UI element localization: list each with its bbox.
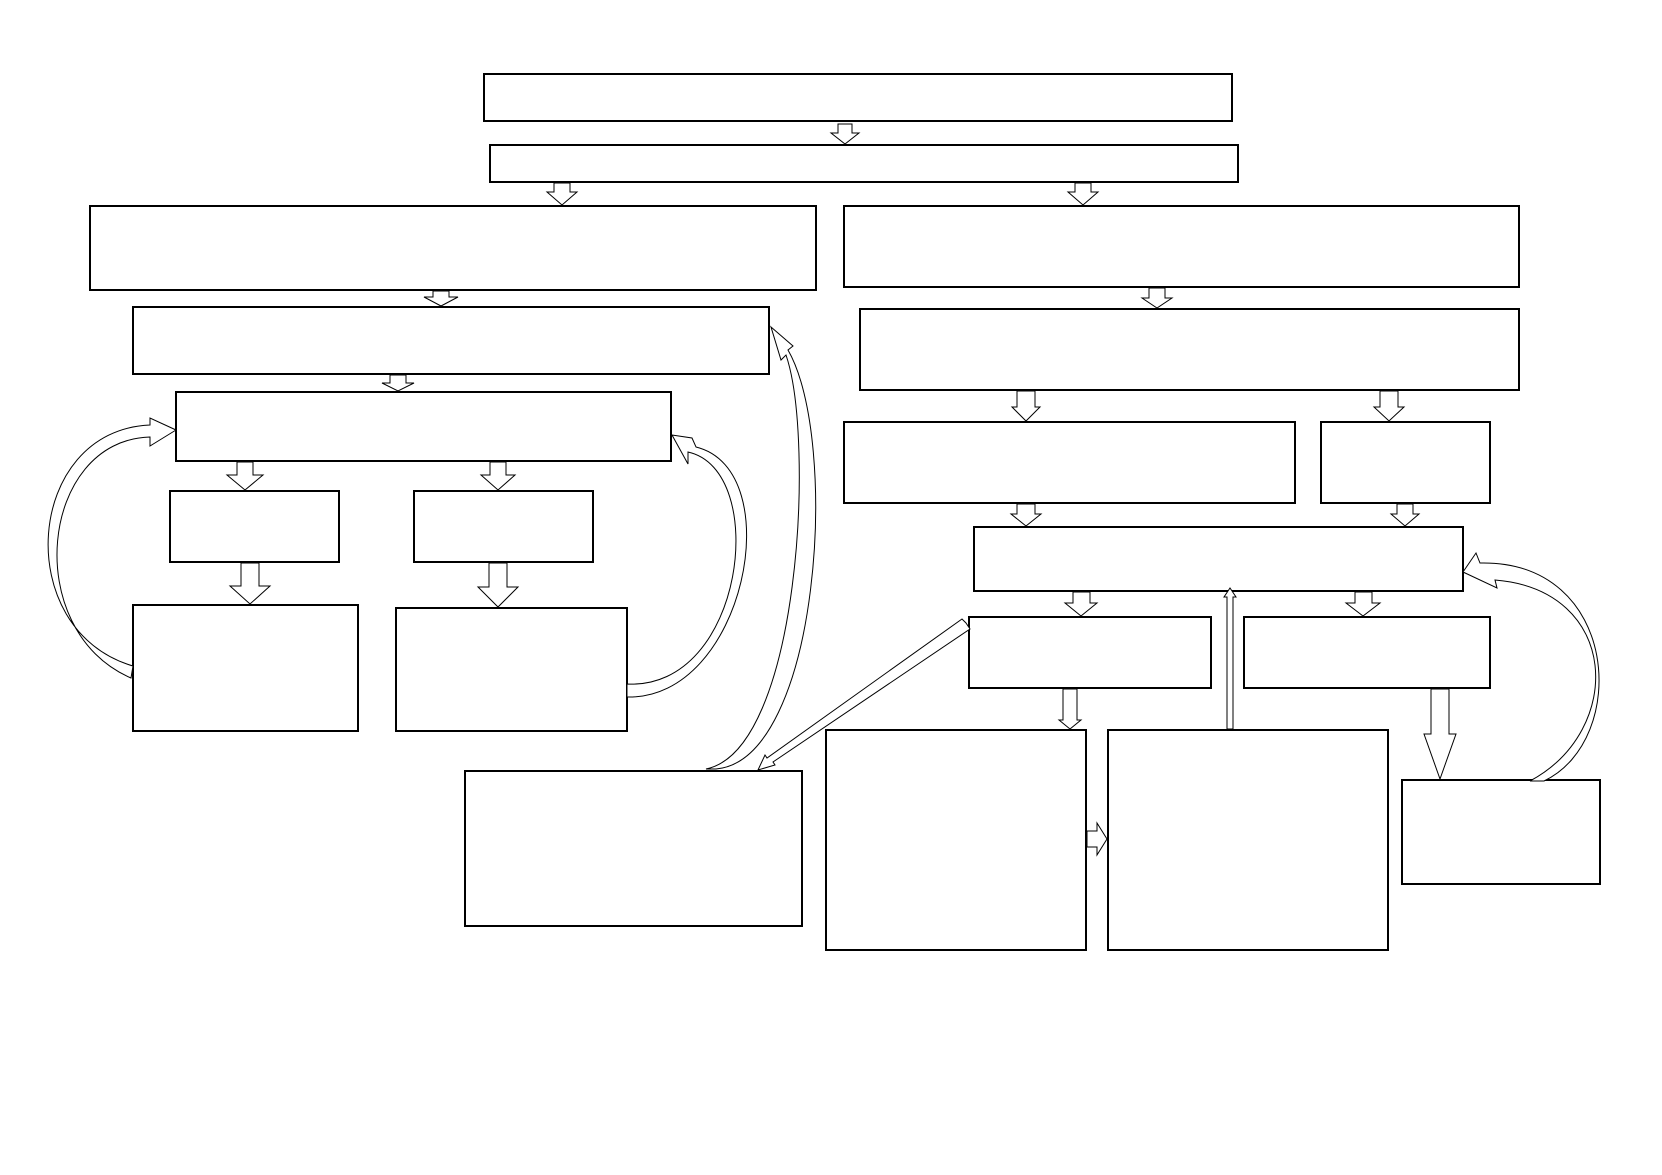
node-15	[968, 616, 1212, 689]
node-13	[1320, 421, 1491, 504]
edge-n1-n2-arrow	[829, 123, 861, 145]
node-17	[464, 770, 803, 927]
node-10	[395, 607, 628, 732]
edge-n13-n14-arrow	[1389, 503, 1421, 527]
edge-n20-n14-arrow	[1462, 551, 1600, 782]
edge-n4-n11-arrow	[1140, 287, 1174, 309]
node-12	[843, 421, 1296, 504]
edge-n7-n9-arrow	[228, 562, 272, 605]
node-14	[973, 526, 1464, 592]
node-18	[825, 729, 1087, 951]
node-7	[169, 490, 340, 563]
node-9	[132, 604, 359, 732]
edge-n15-n18-arrow	[1057, 688, 1083, 730]
edge-n6-n7-arrow	[225, 461, 265, 491]
edge-n11-n13-arrow	[1372, 390, 1406, 422]
edge-n14-n15-arrow	[1063, 591, 1099, 617]
node-1	[483, 73, 1233, 122]
node-8	[413, 490, 594, 563]
edge-n11-n12-arrow	[1010, 390, 1042, 422]
edge-n12-n14-arrow	[1009, 503, 1043, 527]
edge-n8-n10-arrow	[476, 562, 520, 608]
node-5	[132, 306, 770, 375]
edge-n10-n6-arrow	[626, 434, 748, 698]
edge-n17-n5-arrow	[705, 325, 817, 770]
node-20	[1401, 779, 1601, 885]
edge-n2-n4-arrow	[1066, 182, 1100, 206]
edge-n16-n20-arrow	[1423, 688, 1457, 781]
edge-n3-n5-arrow	[423, 290, 459, 307]
node-16	[1243, 616, 1491, 689]
node-6	[175, 391, 672, 462]
edge-n19-n14-arrow	[1223, 587, 1237, 730]
node-3	[89, 205, 817, 291]
edge-n5-n6-arrow	[381, 374, 415, 392]
edge-n14-n16-arrow	[1344, 591, 1382, 617]
nodes	[89, 73, 1601, 951]
node-2	[489, 144, 1239, 183]
curved-arrows	[47, 325, 1600, 782]
edge-n15-n17-arrow	[757, 618, 971, 771]
edge-n18-n19-arrow	[1086, 821, 1108, 857]
edge-n6-n8-arrow	[479, 461, 517, 491]
node-11	[859, 308, 1520, 391]
edge-n9-n6-arrow	[47, 417, 178, 679]
node-19	[1107, 729, 1389, 951]
edge-n2-n3-arrow	[545, 182, 579, 206]
node-4	[843, 205, 1520, 288]
block-arrows	[225, 123, 1457, 857]
